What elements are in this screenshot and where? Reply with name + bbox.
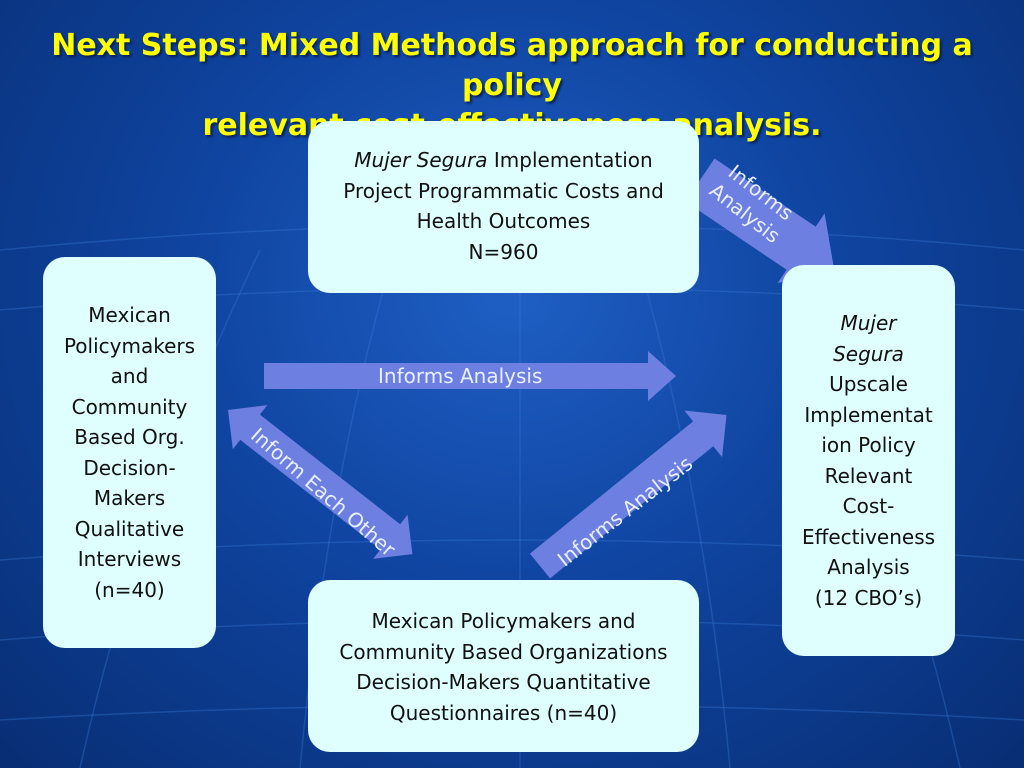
box-right-line: Effectiveness: [801, 524, 936, 549]
box-left-line: Makers: [93, 486, 166, 510]
box-cost-effectiveness-analysis: Mujer Segura Upscale Implementat ion Pol…: [782, 265, 955, 656]
box-right-line: (12 CBO’s): [814, 585, 923, 610]
box-right-line: ion Policy: [821, 433, 916, 457]
box-right-line: Analysis: [827, 555, 910, 579]
box-implementation-project: Mujer Segura Implementation Project Prog…: [308, 121, 699, 293]
box-left-line: Policymakers: [63, 333, 196, 358]
box-left-line: and: [110, 364, 149, 388]
box-left-line: Based Org.: [74, 425, 185, 449]
box-right-line: Cost-: [842, 494, 895, 518]
box-bottom-line: Decision-Makers Quantitative: [356, 670, 651, 694]
box-bottom-line: Questionnaires (n=40): [389, 700, 618, 725]
box-left-line: Mexican: [88, 303, 171, 327]
box-top-italic: Mujer Segura: [354, 148, 488, 172]
box-top-line-1: Mujer Segura Implementation: [308, 145, 699, 176]
box-top-line-4: N=960: [468, 239, 539, 264]
box-bottom-line: Mexican Policymakers and: [371, 609, 636, 633]
box-top-line-2: Project Programmatic Costs and: [343, 178, 664, 203]
box-right-line: Implementat: [804, 402, 933, 427]
box-top-line-1-rest: Implementation: [487, 148, 653, 172]
box-right-line: Upscale: [829, 372, 908, 396]
box-qualitative-interviews: Mexican Policymakers and Community Based…: [43, 257, 216, 648]
box-left-line: Interviews: [77, 547, 182, 571]
box-left-line: Community: [71, 394, 188, 419]
box-top-line-3: Health Outcomes: [416, 209, 591, 233]
box-left-line: (n=40): [94, 577, 165, 602]
box-right-line: Relevant: [824, 463, 913, 488]
label-informs-analysis-middle: Informs Analysis: [378, 364, 543, 388]
title-line-1: Next Steps: Mixed Methods approach for c…: [51, 28, 973, 103]
box-bottom-line: Community Based Organizations: [339, 639, 668, 664]
box-left-line: Decision-: [83, 455, 176, 480]
box-right-italic-line: Mujer: [840, 311, 897, 335]
box-right-italic-line: Segura: [833, 341, 904, 366]
box-quantitative-questionnaires: Mexican Policymakers and Community Based…: [308, 580, 699, 752]
box-left-line: Qualitative: [74, 516, 185, 541]
